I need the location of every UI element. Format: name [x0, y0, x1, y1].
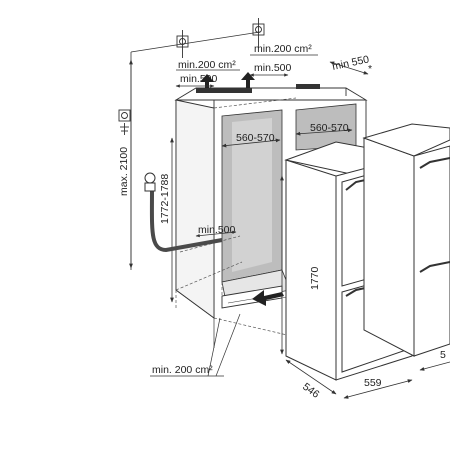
partial-dim-label: 5: [440, 349, 446, 361]
vent-depth-right-label: min.500: [254, 62, 292, 74]
vent-depth-left-label: min.500: [180, 73, 218, 85]
niche-width-left: 560-570: [221, 132, 281, 148]
power-connection-icon: [252, 18, 265, 48]
max-height-label: max. 2100: [118, 147, 130, 196]
depth-min-dimension: min 550 *: [329, 53, 372, 75]
appliance-width-dimension: 559: [343, 377, 413, 399]
niche-height-label: 1772-1788: [159, 174, 171, 224]
water-hose: [144, 172, 223, 253]
niche-width-right-label: 560-570: [310, 122, 349, 134]
partial-dimension: 5: [419, 349, 450, 371]
bottom-vent: min. 200 cm²: [150, 285, 284, 377]
niche-width-left-label: 560-570: [236, 132, 275, 144]
niche-interior-left: [221, 109, 291, 303]
depth-asterisk: *: [368, 63, 372, 75]
vent-area-right-label: min.200 cm²: [254, 43, 312, 55]
niche-width-right: 560-570: [295, 122, 353, 136]
depth-min-label: min 550: [331, 53, 370, 73]
bottom-area-label: min. 200 cm²: [152, 364, 213, 376]
niche-height-dimension: 1772-1788: [159, 137, 174, 303]
water-connection-icon: [176, 30, 189, 58]
top-vent-right: min.200 cm² min.500: [196, 43, 320, 93]
appliance-width-label: 559: [364, 377, 382, 389]
top-vent-left: min.200 cm² min.500: [175, 59, 240, 92]
fridge-appliance-right: [362, 123, 450, 357]
max-height-dimension: max. 2100: [118, 59, 133, 269]
vent-area-left-label: min.200 cm²: [178, 59, 236, 71]
appliance-height-label: 1770: [309, 266, 321, 290]
appliance-depth-label: 546: [300, 381, 321, 401]
appliance-height-dimension: 1770: [280, 175, 321, 355]
socket-icon: [118, 109, 131, 135]
floor-vent: min.500: [195, 224, 237, 238]
